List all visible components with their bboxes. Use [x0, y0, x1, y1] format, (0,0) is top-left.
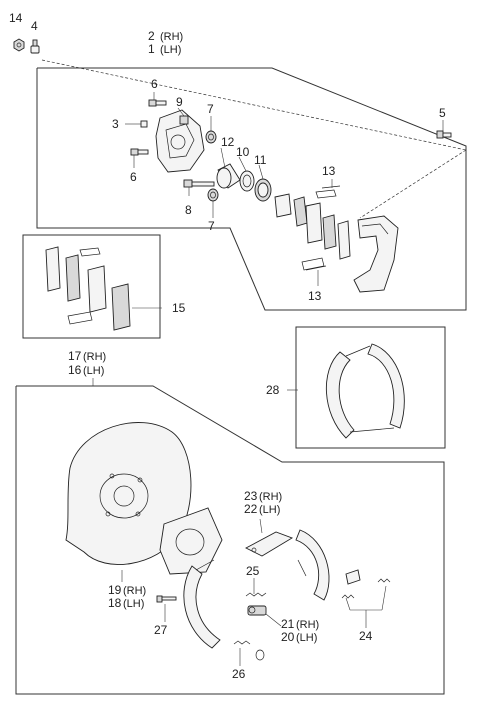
callout-22: 22: [244, 502, 258, 516]
callout-9: 9: [176, 95, 183, 109]
parking-brake-assembly-frame: [15, 385, 445, 695]
callout-16-side: (LH): [83, 365, 104, 377]
caliper-bracket: [353, 215, 399, 293]
callout-15: 15: [172, 301, 186, 315]
callout-13-lower: 13: [308, 289, 322, 303]
callout-20-side: (LH): [296, 632, 317, 644]
gasket-plate: [159, 507, 223, 575]
callout-20: 20: [281, 630, 295, 644]
callout-16: 16: [68, 363, 82, 377]
brake-shoe-upper: [295, 529, 330, 601]
callout-21-side: (RH): [296, 619, 319, 631]
brake-shoe-kit-part-28: [325, 343, 405, 439]
leader-lines: [92, 92, 444, 666]
callout-24: 24: [359, 629, 373, 643]
piston-part-12: [216, 163, 241, 189]
nut-part-14: [13, 38, 25, 52]
callout-8: 8: [185, 203, 192, 217]
lever-part-22-23: [245, 531, 294, 557]
callout-17-side: (RH): [83, 351, 106, 363]
bolt-part-3: [140, 120, 148, 128]
callout-23: 23: [244, 489, 258, 503]
bolt-part-5: [436, 130, 452, 139]
bolt-part-27: [156, 595, 177, 603]
callout-14: 14: [9, 11, 23, 25]
guide-line-top: [41, 59, 467, 151]
callout-1-side: (LH): [160, 44, 181, 56]
pad-kit-part-15: [45, 246, 131, 331]
spring-part-25: [245, 592, 267, 597]
callout-21: 21: [281, 617, 295, 631]
callout-10: 10: [236, 145, 250, 159]
guide-bolt-part-6-lower: [130, 148, 149, 156]
bleeder-part-4: [30, 39, 40, 54]
caliper-assembly-frame: [36, 67, 467, 311]
callout-6-upper: 6: [151, 77, 158, 91]
callout-23-side: (RH): [259, 491, 282, 503]
callout-2: 2: [148, 29, 155, 43]
pad-clip-part-13-lower: [301, 257, 327, 271]
brake-pad-set-upper: [274, 193, 351, 260]
callout-22-side: (LH): [259, 504, 280, 516]
adjuster-part-20-21: [247, 605, 267, 616]
callout-18: 18: [108, 596, 122, 610]
callout-3: 3: [112, 117, 119, 131]
callout-19: 19: [108, 583, 122, 597]
seal-part-10: [239, 170, 255, 192]
callout-5: 5: [439, 106, 446, 120]
shoe-kit-frame: [295, 326, 446, 449]
callout-7-upper: 7: [207, 102, 214, 116]
caliper-housing-part-9: [155, 109, 205, 173]
callout-28: 28: [266, 383, 280, 397]
boot-part-7-lower: [207, 188, 219, 202]
spring-part-26: [233, 640, 265, 661]
callout-4: 4: [31, 19, 38, 33]
boot-part-7-upper: [205, 130, 217, 144]
callout-19-side: (RH): [123, 585, 146, 597]
callout-1: 1: [148, 42, 155, 56]
brake-shoe-lower: [183, 559, 221, 649]
callout-13-upper: 13: [322, 164, 336, 178]
callout-25: 25: [246, 564, 260, 578]
callout-7-lower: 7: [208, 219, 215, 233]
guide-pin-part-8: [183, 179, 215, 188]
callout-27: 27: [154, 623, 168, 637]
hardware-kit-part-24: [341, 569, 391, 599]
guide-line-right: [359, 149, 467, 219]
callout-11: 11: [254, 153, 267, 167]
callout-17: 17: [68, 349, 82, 363]
callout-18-side: (LH): [123, 598, 144, 610]
callout-6-lower: 6: [130, 170, 137, 184]
pad-clip-part-13-upper: [315, 185, 341, 199]
pad-kit-frame: [22, 234, 161, 339]
guide-bolt-part-6-upper: [148, 99, 167, 107]
boot-part-11: [254, 178, 272, 202]
callout-2-side: (RH): [160, 31, 183, 43]
callout-26: 26: [232, 667, 246, 681]
callout-12: 12: [221, 135, 235, 149]
